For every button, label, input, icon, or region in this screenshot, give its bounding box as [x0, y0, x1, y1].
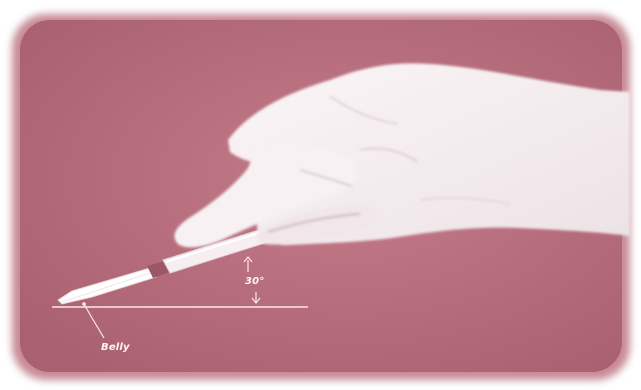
angle-label: 30°: [245, 276, 265, 287]
belly-label: Belly: [101, 342, 130, 353]
